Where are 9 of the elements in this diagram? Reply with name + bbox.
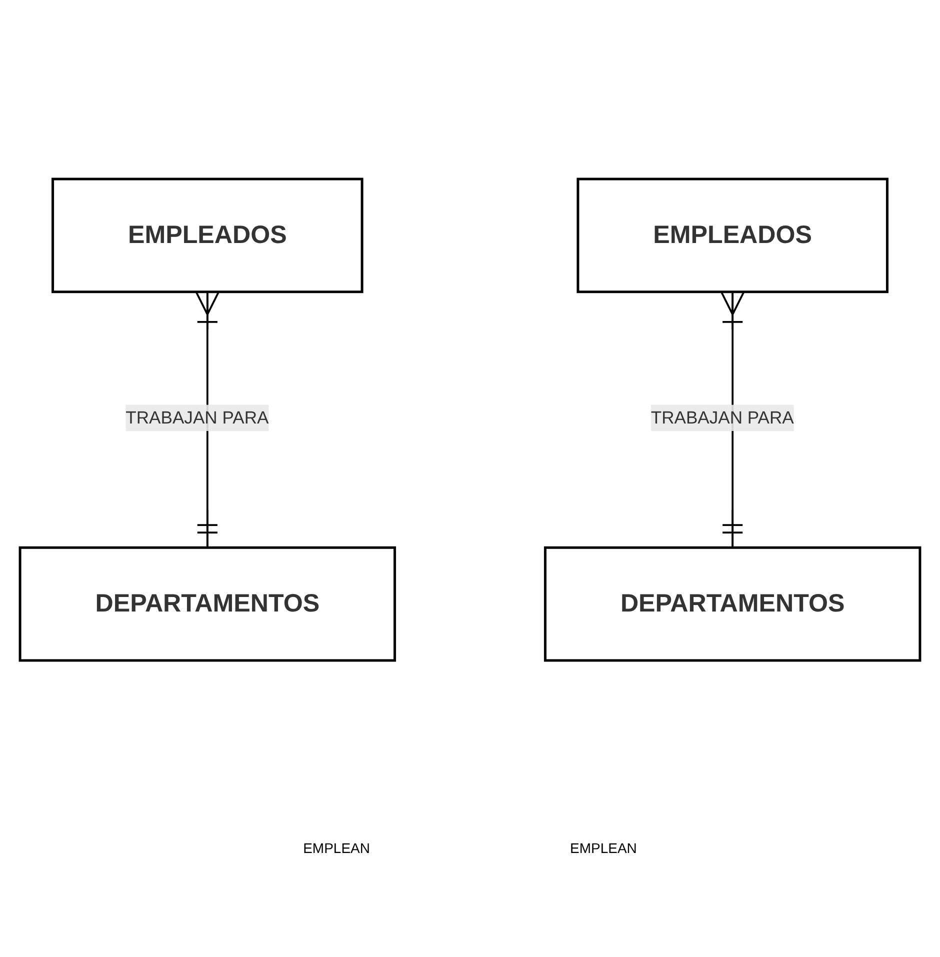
node-box	[52, 178, 364, 294]
edge-label: TRABAJAN PARA	[650, 407, 794, 428]
edge-label: TRABAJAN PARA	[126, 407, 269, 428]
node-box	[544, 546, 922, 662]
node-box	[576, 178, 888, 294]
er-diagram: TRABAJAN PARA TRABAJAN PARA EMPLEADOS DEPARTAMENTOS EMPLEADOS DEPARTAMENTOS	[10, 169, 930, 671]
relationship-label: EMPLEAN	[570, 840, 637, 856]
relationship-label: EMPLEAN	[303, 840, 370, 856]
node-box	[18, 546, 396, 662]
